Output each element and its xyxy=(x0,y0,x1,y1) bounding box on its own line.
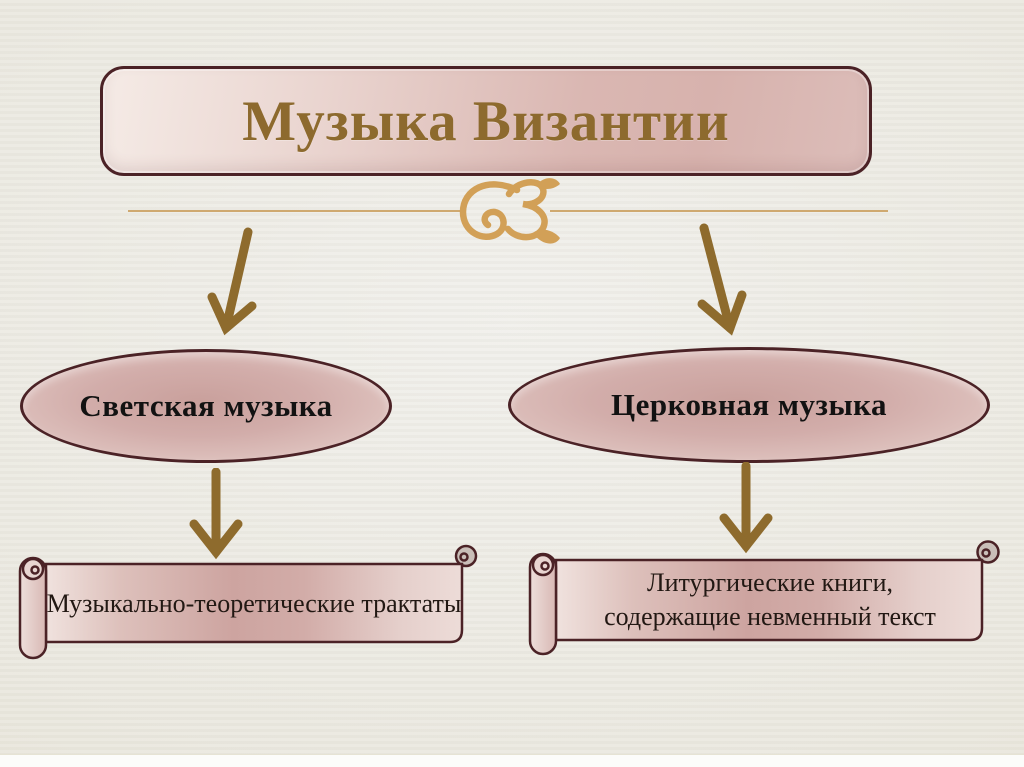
divider-line-left xyxy=(128,210,464,212)
arrow-down-icon xyxy=(207,227,257,336)
scroll-shape xyxy=(18,544,478,660)
arrow-down-icon xyxy=(697,223,747,336)
node-label: Светская музыка xyxy=(79,388,333,423)
flourish-divider-icon xyxy=(459,178,560,244)
arrow-down-icon xyxy=(719,462,773,554)
scroll-banner-liturgical: Литургические книги, содержащие невменны… xyxy=(524,536,1002,662)
arrow-down-icon xyxy=(189,468,243,560)
scroll-shape xyxy=(528,540,1000,656)
node-secular-music: Светская музыка xyxy=(20,349,392,463)
leaf-label-line2: содержащие невменный текст xyxy=(604,602,936,631)
page-title: Музыка Византии xyxy=(242,89,730,153)
divider-line-right xyxy=(550,210,888,212)
slide-bottom-edge xyxy=(0,754,1024,767)
leaf-label-line1: Литургические книги, xyxy=(646,567,894,597)
leaf-label-liturgical: Литургические книги, содержащие невменны… xyxy=(558,562,982,638)
leaf-label-treatises: Музыкально-теоретические трактаты xyxy=(46,589,462,618)
node-label: Церковная музыка xyxy=(610,387,888,422)
title-box: Музыка Византии xyxy=(100,66,872,176)
node-church-music: Церковная музыка xyxy=(508,347,990,463)
scroll-banner-treatises: Музыкально-теоретические трактаты xyxy=(14,542,484,664)
